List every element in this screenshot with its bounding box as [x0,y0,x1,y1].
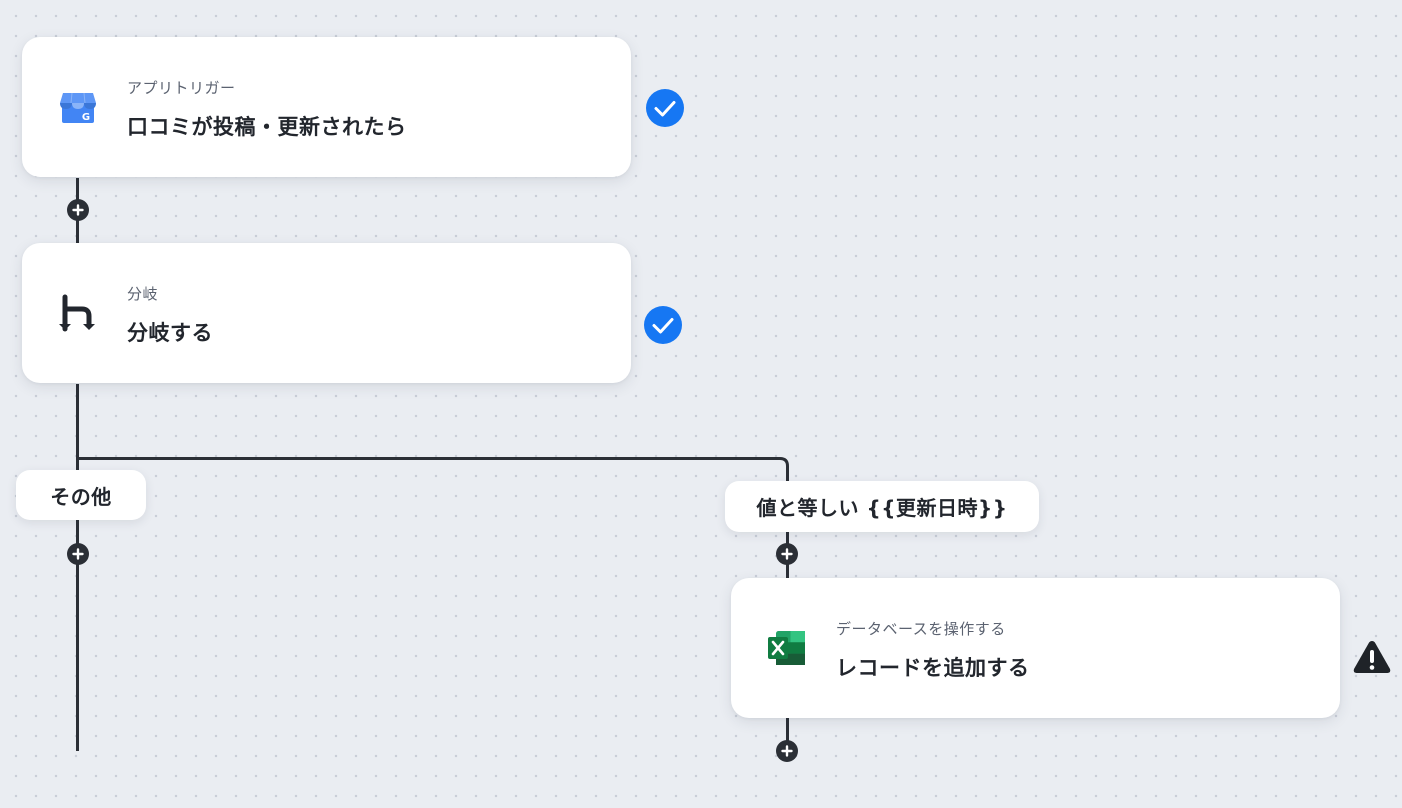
branch-step-card[interactable]: 分岐 分岐する [22,243,631,383]
branch-condition-label[interactable]: 値と等しい {{更新日時}} [725,481,1039,532]
warning-icon [1352,638,1392,678]
branch-connector [77,457,789,580]
step-title: 口コミが投稿・更新されたら [127,115,407,139]
google-business-profile-icon: G [58,87,98,127]
connector-line [786,716,789,752]
connector-line [76,384,79,751]
trigger-step-card[interactable]: G アプリトリガー 口コミが投稿・更新されたら [22,37,631,177]
plus-icon [72,204,84,216]
excel-icon [767,628,807,668]
branch-icon [58,293,98,333]
plus-icon [781,548,793,560]
completed-check-icon [645,88,685,128]
completed-check-icon [643,305,683,345]
add-step-button[interactable] [67,199,89,221]
plus-icon [781,745,793,757]
step-type-label: 分岐 [127,285,159,303]
add-step-button[interactable] [776,543,798,565]
step-title: レコードを追加する [836,656,1030,680]
plus-icon [72,548,84,560]
step-title: 分岐する [127,321,213,345]
add-step-button[interactable] [67,543,89,565]
branch-other-label[interactable]: その他 [16,470,146,520]
add-step-button[interactable] [776,740,798,762]
svg-text:G: G [82,112,90,123]
step-type-label: アプリトリガー [127,79,236,97]
database-step-card[interactable]: データベースを操作する レコードを追加する [731,578,1340,718]
step-type-label: データベースを操作する [836,620,1006,638]
